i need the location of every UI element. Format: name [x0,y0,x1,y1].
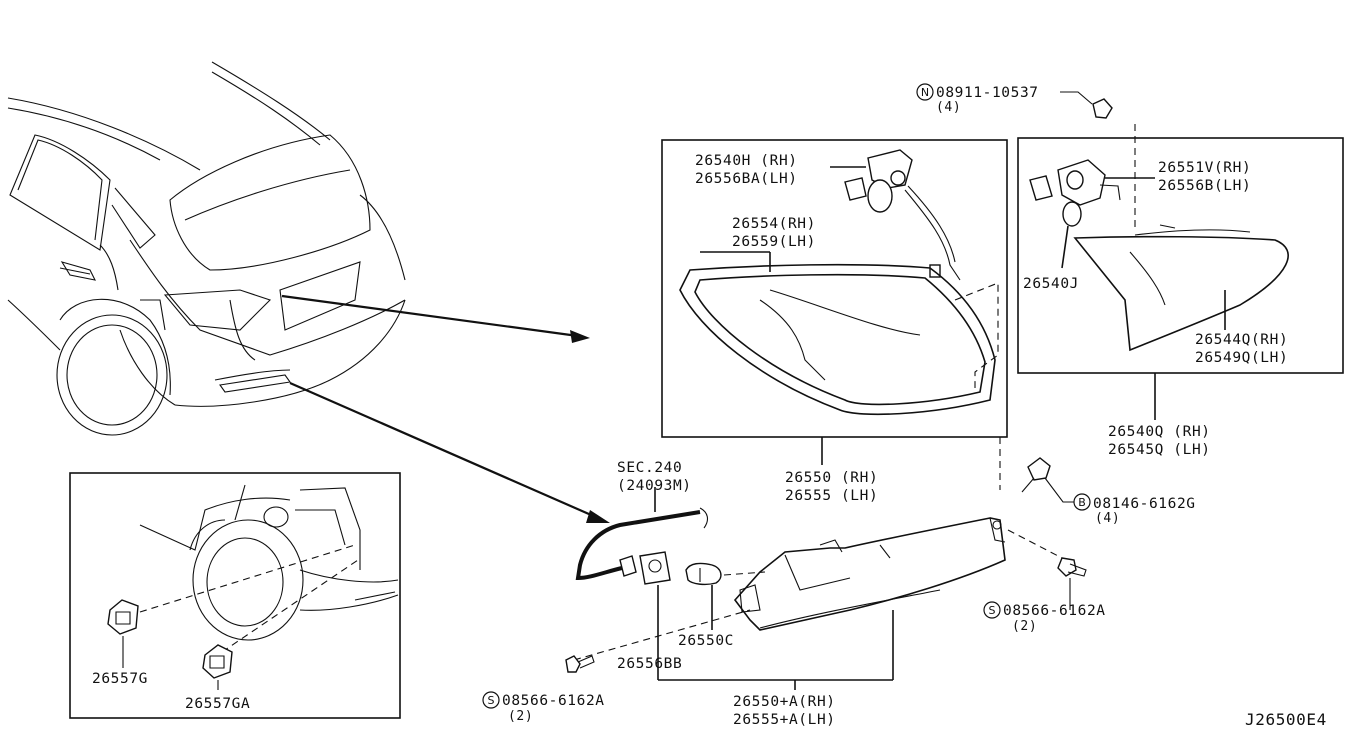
svg-text:N: N [921,86,929,99]
label-inner-assy-rh: 26540Q (RH) [1108,424,1211,440]
bolt-callout: B 08146-6162G (4) [1021,457,1196,526]
bolt-part-icon [1027,457,1051,481]
label-inner-lens-lh: 26549Q(LH) [1195,350,1288,366]
label-sec-sub: (24093M) [617,478,692,494]
label-inner-assy-lh: 26545Q (LH) [1108,442,1211,458]
label-screw-right-qty: (2) [1012,619,1037,634]
reflex-lamp-group: SEC.240 (24093M) 26550C 26556BB 26550+A(… [573,460,1063,728]
svg-text:S: S [488,694,495,707]
svg-text:B: B [1078,496,1086,509]
inner-lamp-group: 26551V(RH) 26556B(LH) 26540J 26544Q(RH) … [1017,124,1344,458]
label-bulb-socket-lh: 26556BA(LH) [695,171,798,187]
label-clip-ga: 26557GA [185,696,250,712]
diagram-id: J26500E4 [1245,710,1327,729]
label-bulb-j: 26540J [1023,276,1079,292]
svg-text:S: S [989,604,996,617]
screw-left-callout: S 08566-6162A (2) [482,655,605,724]
screw-right-symbol-icon [983,601,1001,619]
label-screw-left-code: 08566-6162A [502,693,605,709]
inset-bumper-detail: 26557G 26557GA [69,472,401,719]
label-screw-left-qty: (2) [508,709,533,724]
label-sec-ref: SEC.240 [617,460,682,476]
label-inner-lens-rh: 26544Q(RH) [1195,332,1288,348]
label-reflex-assy-rh: 26550+A(RH) [733,694,836,710]
label-combo-assy-lh: 26555 (LH) [785,488,878,504]
label-bolt-code: 08146-6162G [1093,496,1196,512]
nut-part-icon [1092,98,1113,119]
nut-symbol-icon [916,83,934,101]
label-bolt-qty: (4) [1095,511,1120,526]
label-bulb-socket-rh: 26540H (RH) [695,153,798,169]
combination-lamp-group: 26540H (RH) 26556BA(LH) 26554(RH) 26559(… [661,139,1008,504]
nut-callout: N 08911-10537 (4) [916,83,1113,119]
screw-left-part-icon [565,655,581,673]
label-lens-rh: 26554(RH) [732,216,816,232]
screw-right-callout: S 08566-6162A (2) [983,557,1106,634]
label-clip-g: 26557G [92,671,148,687]
label-reflex-assy-lh: 26555+A(LH) [733,712,836,728]
label-nut-code: 08911-10537 [936,85,1039,101]
label-gasket-rh: 26551V(RH) [1158,160,1251,176]
pointer-arrows [281,294,610,523]
label-socket-bb: 26556BB [617,656,682,672]
label-bulb-c: 26550C [678,633,734,649]
label-gasket-lh: 26556B(LH) [1158,178,1251,194]
bolt-symbol-icon [1073,493,1091,511]
label-lens-lh: 26559(LH) [732,234,816,250]
label-combo-assy-rh: 26550 (RH) [785,470,878,486]
vehicle-rear-illustration [7,61,406,436]
label-nut-qty: (4) [936,100,961,115]
label-screw-right-code: 08566-6162A [1003,603,1106,619]
screw-left-symbol-icon [482,691,500,709]
